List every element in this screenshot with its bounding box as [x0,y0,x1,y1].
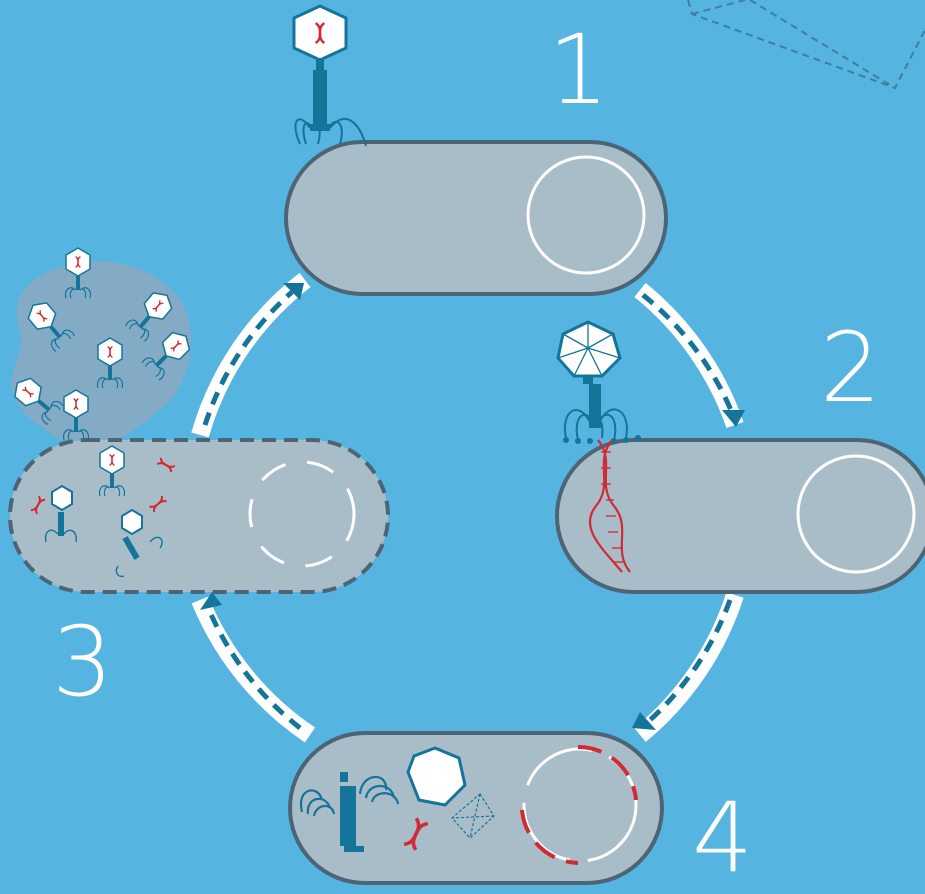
phage-attaching-icon [292,4,367,147]
step-4-replication [288,731,664,885]
step-number-4: 4 [692,782,754,894]
bacterium-cell-2 [555,438,925,594]
bacterium-cell-4 [288,731,664,885]
fragmented-chromosome [248,460,356,568]
bacterial-chromosome [796,454,916,574]
step-1-attachment [284,4,668,296]
step-number-3: 3 [52,606,114,718]
phage-parts-icons [299,746,495,852]
bacterium-cell-1 [284,140,668,296]
arrow-3-to-1 [191,272,311,438]
decorative-dashed-polyhedron [687,0,925,90]
arrow-2-to-4 [634,592,744,742]
bacterial-chromosome [526,155,646,275]
empty-phage-capsid-icon [556,320,641,444]
step-number-2: 2 [820,312,882,424]
step-number-1: 1 [548,14,610,126]
arrow-1-to-2 [634,282,744,428]
phage-assembly-icons [29,456,176,578]
cycle-arrows [191,272,745,743]
step-2-injection [555,320,925,594]
bacterium-cell-3-bursting [8,438,390,594]
step-3-lysis [8,248,390,594]
injected-dna-strand [588,439,631,573]
